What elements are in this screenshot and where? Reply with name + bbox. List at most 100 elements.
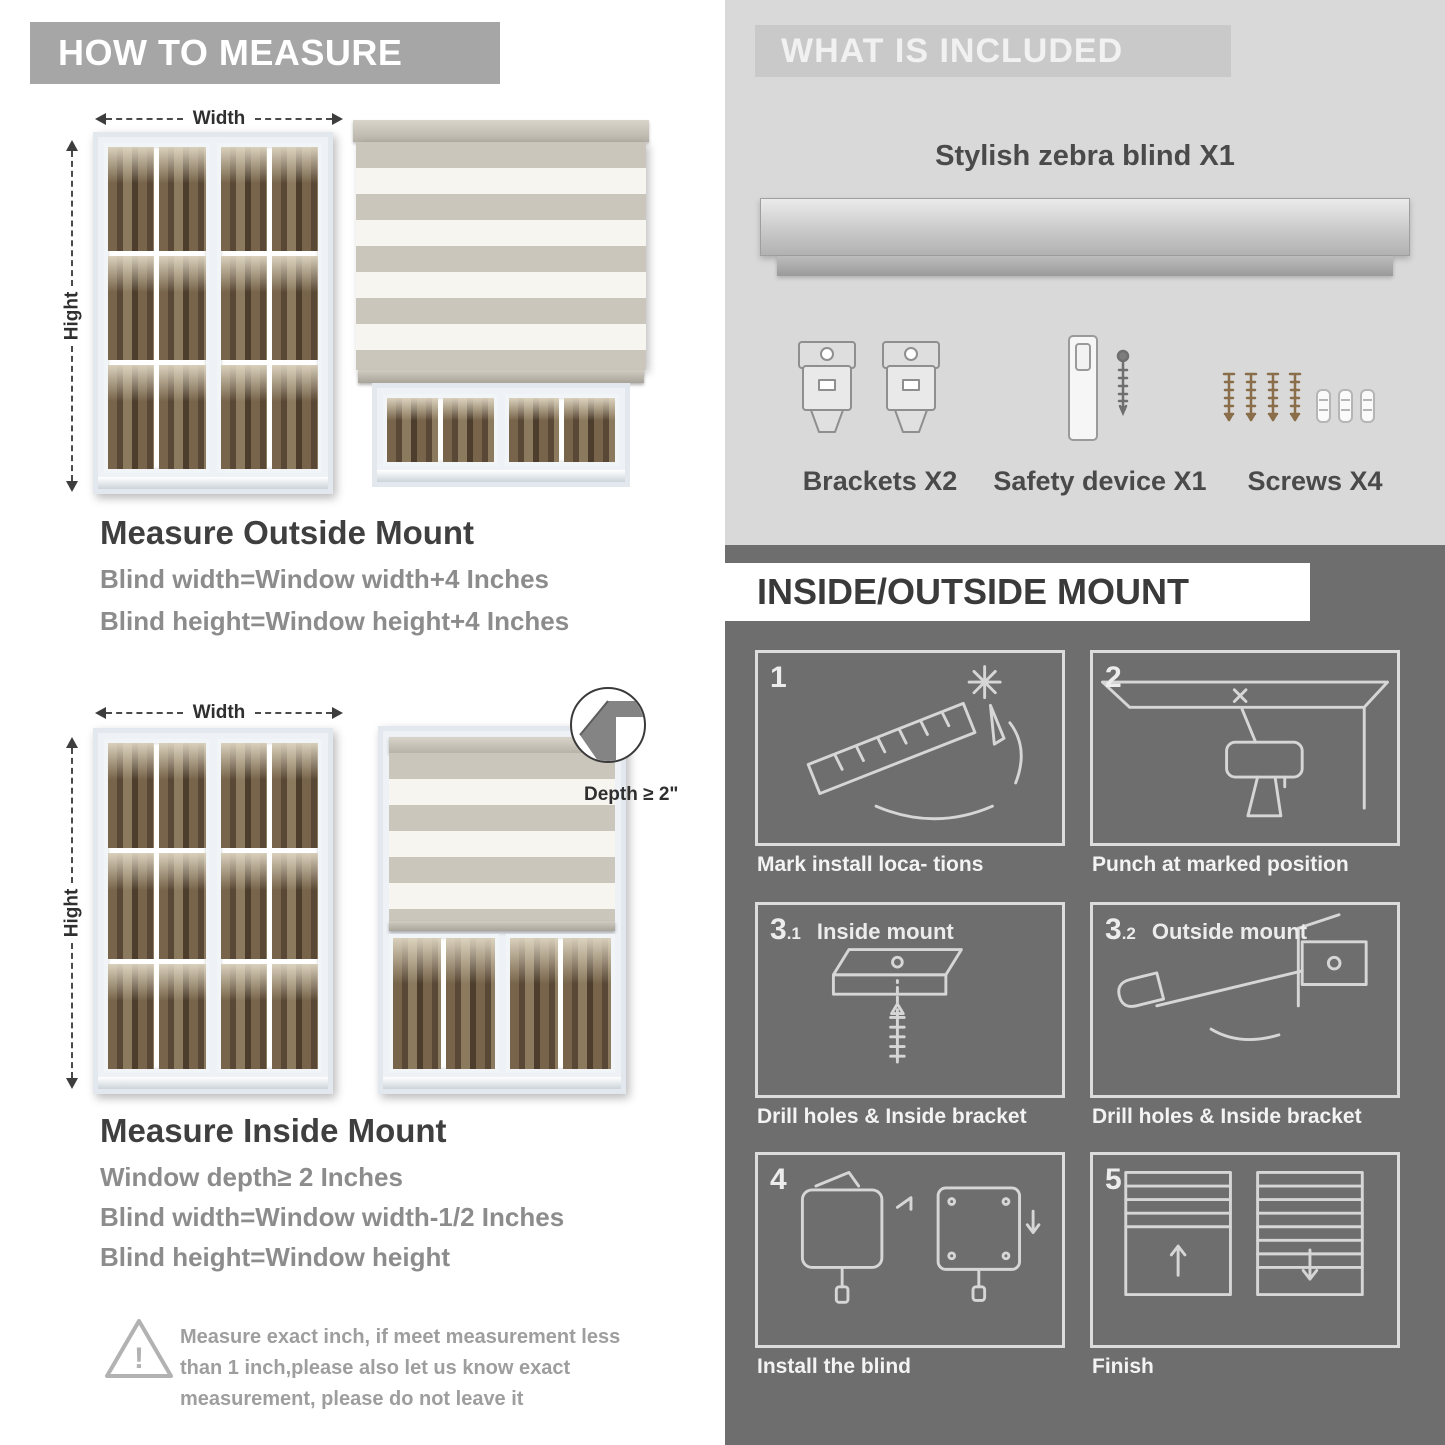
included-section: WHAT IS INCLUDED Stylish zebra blind X1 — [725, 0, 1445, 545]
depth-callout-circle — [570, 687, 646, 763]
window-pane — [220, 963, 267, 1069]
mount-section: INSIDE/OUTSIDE MOUNT 1 Mark install loca… — [725, 545, 1445, 1445]
width-label: Width — [192, 108, 246, 129]
outside-bracket-illustration — [1117, 913, 1368, 1041]
dashed-line — [255, 712, 332, 714]
step-caption-1: Mark install loca- tions — [757, 853, 984, 876]
width-arrow: Width — [95, 108, 343, 130]
window-pane — [159, 963, 206, 1069]
window-pane — [159, 743, 206, 849]
mount-header: INSIDE/OUTSIDE MOUNT — [725, 563, 1310, 621]
arrow-right-icon — [332, 707, 343, 719]
window-pane — [159, 147, 206, 251]
window-illustration-outside — [93, 132, 333, 494]
window-pane — [271, 256, 318, 360]
window-sill — [98, 477, 328, 489]
window-pane — [393, 938, 442, 1069]
window-pane — [509, 938, 558, 1069]
blind-bottom-rail — [389, 921, 615, 931]
measure-note: Measure exact inch, if meet measurement … — [180, 1326, 621, 1410]
window-pane — [108, 853, 155, 959]
zebra-fabric — [389, 753, 615, 921]
step-number: 2 — [1105, 661, 1122, 694]
arrow-left-icon — [95, 113, 106, 125]
step-caption-4: Install the blind — [757, 1355, 912, 1378]
dashed-line — [106, 712, 183, 714]
dashed-line — [71, 748, 73, 883]
step-caption-2: Punch at marked position — [1092, 853, 1349, 876]
window-pane — [220, 365, 267, 469]
window-sash — [505, 934, 615, 1073]
arrow-left-icon — [95, 707, 106, 719]
brackets-label: Brackets X2 — [802, 466, 958, 496]
blind-cassette — [389, 737, 615, 753]
bracket-icon — [882, 341, 940, 433]
window-pane — [387, 398, 438, 462]
warning-mark: ! — [134, 1342, 144, 1375]
window-sash — [216, 739, 322, 1073]
blind-headrail-lip — [777, 256, 1393, 276]
window-pane — [220, 743, 267, 849]
window-pane — [271, 853, 318, 959]
zebra-blind-inside-illustration — [378, 726, 626, 1094]
step-panel-5: 5 — [1090, 1152, 1400, 1348]
window-sashes — [104, 143, 322, 473]
window-pane — [159, 365, 206, 469]
step-panel-1: 1 — [755, 650, 1065, 846]
window-sill — [377, 470, 625, 482]
outside-rule-height: Blind height=Window height+4 Inches — [100, 606, 570, 636]
window-sashes — [389, 934, 615, 1073]
window-pane — [271, 365, 318, 469]
window-pane — [108, 147, 155, 251]
how-to-measure-header: HOW TO MEASURE — [30, 22, 500, 84]
blind-cassette — [353, 120, 649, 142]
window-illustration-inside — [93, 728, 333, 1094]
arrow-right-icon — [332, 113, 343, 125]
arrow-up-icon — [66, 140, 78, 151]
inside-rule-depth: Window depth≥ 2 Inches — [100, 1162, 403, 1192]
window-pane — [271, 147, 318, 251]
window-pane — [442, 398, 494, 462]
what-is-included-header: WHAT IS INCLUDED — [755, 25, 1231, 77]
step-caption-3-2: Drill holes & Inside bracket — [1092, 1105, 1362, 1128]
step-number: 4 — [770, 1163, 787, 1196]
step-panel-2: 2 — [1090, 650, 1400, 846]
safety-device-icon — [1068, 335, 1130, 441]
window-sashes — [383, 394, 619, 466]
dashed-line — [71, 943, 73, 1078]
height-label-wrap: Hight — [61, 286, 82, 346]
window-below-blind — [372, 383, 630, 487]
window-pane — [220, 853, 267, 959]
dashed-line — [71, 346, 73, 481]
arrow-down-icon — [66, 481, 78, 492]
window-pane — [159, 256, 206, 360]
blind-bottom-rail — [358, 370, 644, 383]
window-sash — [104, 739, 210, 1073]
height-label-wrap: Hight — [61, 883, 82, 943]
window-pane — [108, 963, 155, 1069]
window-pane — [564, 398, 615, 462]
depth-callout-label: Depth ≥ 2" — [584, 784, 679, 805]
mark-locations-illustration — [806, 665, 1023, 821]
dashed-line — [255, 118, 332, 120]
window-pane — [562, 938, 611, 1069]
inside-rule-height: Blind height=Window height — [100, 1242, 450, 1272]
step-number: 1 — [770, 661, 787, 694]
width-arrow: Width — [95, 702, 343, 724]
step-caption-5: Finish — [1092, 1355, 1154, 1378]
safety-device-label: Safety device X1 — [993, 466, 1207, 496]
zebra-blind-outside-illustration — [353, 120, 649, 492]
install-blind-illustration — [800, 1170, 1041, 1304]
blind-item-label: Stylish zebra blind X1 — [935, 140, 1235, 172]
window-pane — [108, 256, 155, 360]
step-number: 5 — [1105, 1163, 1122, 1196]
window-pane — [271, 743, 318, 849]
inside-bracket-illustration — [831, 948, 963, 1064]
window-pane — [220, 256, 267, 360]
bracket-icon — [798, 341, 856, 433]
measure-outside-title: Measure Outside Mount — [100, 514, 475, 551]
window-pane — [446, 938, 495, 1069]
height-arrow: Hight — [61, 737, 82, 1089]
